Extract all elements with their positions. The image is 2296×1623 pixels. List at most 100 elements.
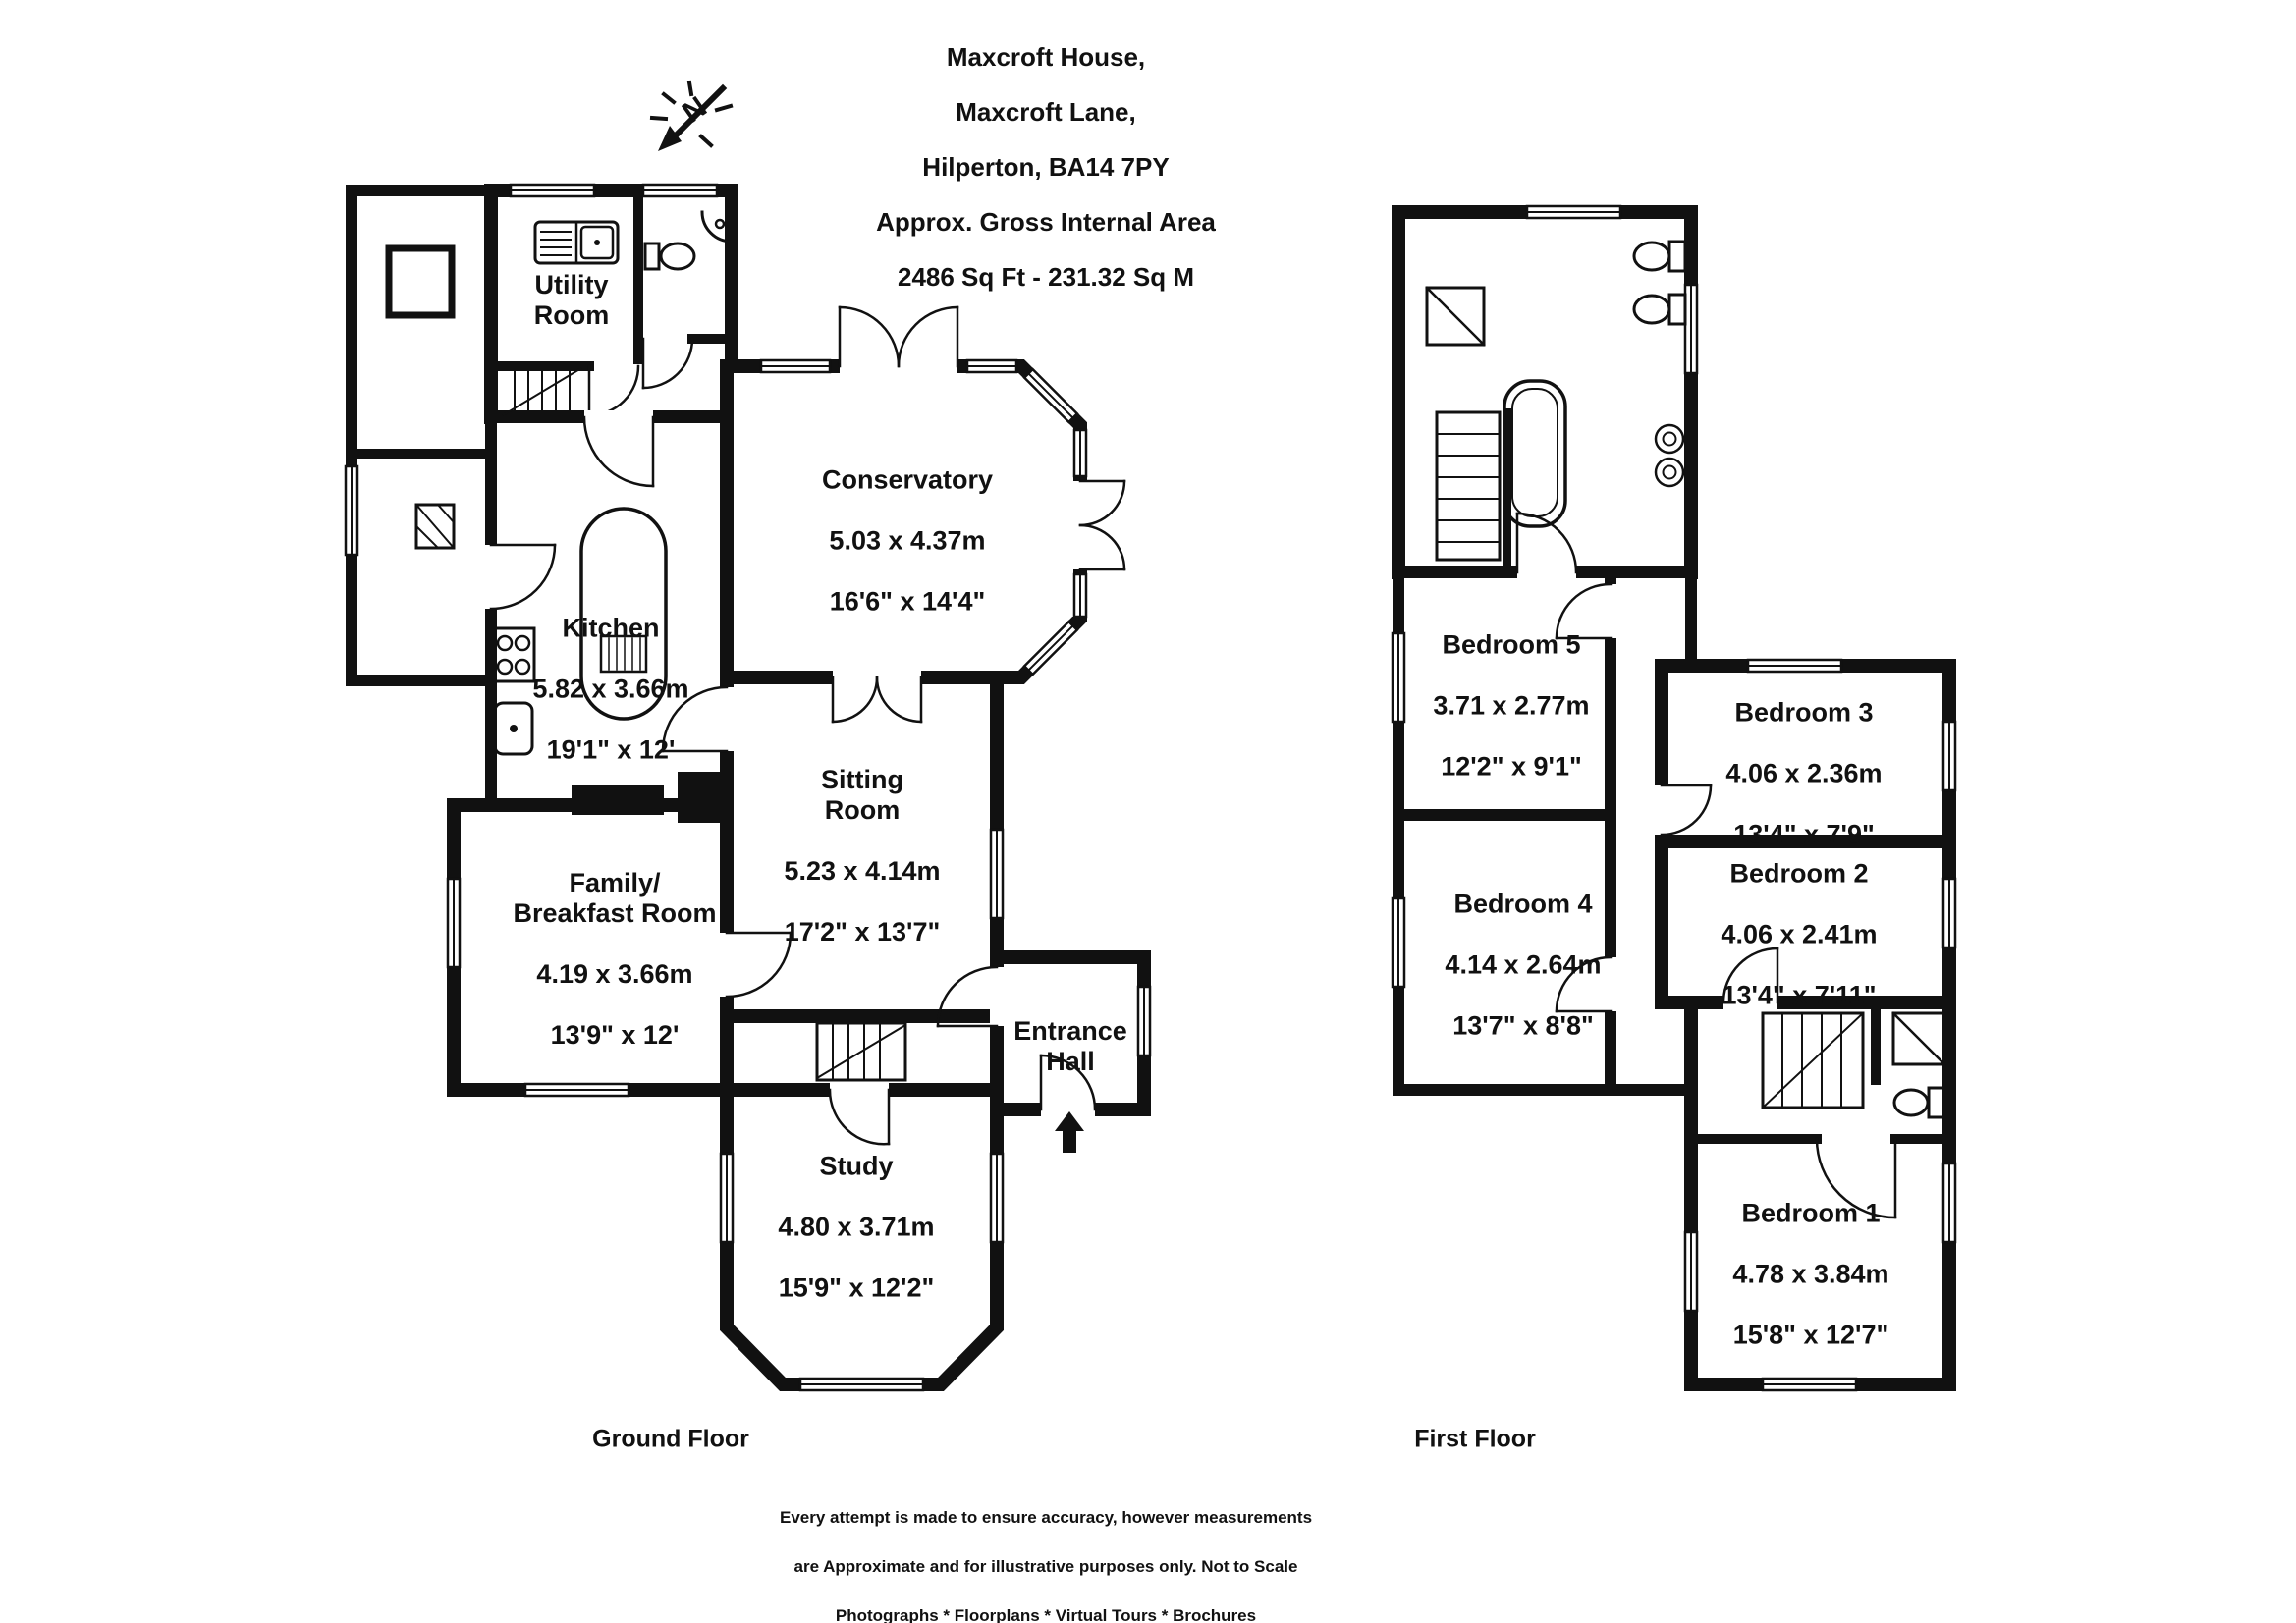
room-label-bedroom3: Bedroom 3 4.06 x 2.36m 13'4" x 7'9" xyxy=(1725,668,1882,881)
property-address-block: Maxcroft House, Maxcroft Lane, Hilperton… xyxy=(876,16,1216,318)
toilet-icon xyxy=(1892,1086,1946,1119)
address-line-1: Maxcroft House, xyxy=(946,42,1146,72)
door xyxy=(661,685,734,753)
door xyxy=(1555,955,1617,1013)
window xyxy=(1072,572,1088,619)
stairs-icon xyxy=(1761,1011,1865,1109)
compass-tick xyxy=(649,115,669,122)
wall-bedroom1 xyxy=(1684,996,1956,1391)
room-dims-imperial: 13'9" x 12' xyxy=(550,1020,680,1050)
room-dims-metric: 5.03 x 4.37m xyxy=(829,525,986,556)
room-dims-metric: 4.78 x 3.84m xyxy=(1732,1259,1889,1289)
ground-floor-plan xyxy=(344,183,1152,1392)
room-label-entrance-hall: Entrance Hall xyxy=(1013,986,1127,1108)
room-dims-imperial: 15'9" x 12'2" xyxy=(778,1272,935,1303)
room-dims-metric: 3.71 x 2.77m xyxy=(1433,690,1590,721)
wall-bedroom3 xyxy=(1655,659,1956,848)
chimney-feature xyxy=(385,244,456,319)
window xyxy=(1072,428,1088,478)
window xyxy=(1525,204,1622,220)
window xyxy=(989,828,1005,920)
room-dims-metric: 4.06 x 2.36m xyxy=(1725,758,1883,788)
door xyxy=(582,410,655,488)
room-dims-imperial: 16'6" x 14'4" xyxy=(829,586,986,617)
compass-tick xyxy=(698,134,714,148)
room-label-conservatory: Conservatory 5.03 x 4.37m 16'6" x 14'4" xyxy=(822,435,993,648)
compass-tick xyxy=(714,103,734,113)
first-floor-plan xyxy=(1391,204,1957,1392)
chimney-breast xyxy=(678,772,727,823)
window xyxy=(989,1152,1005,1244)
window xyxy=(1941,720,1957,792)
door xyxy=(1655,784,1713,837)
door xyxy=(641,337,694,390)
door xyxy=(484,543,557,611)
window xyxy=(719,1152,735,1244)
window xyxy=(798,1377,925,1392)
hatch-feature xyxy=(414,503,456,550)
window xyxy=(1761,1377,1858,1392)
room-name: Bedroom 2 xyxy=(1729,858,1869,889)
room-dims-metric: 5.23 x 4.14m xyxy=(784,856,941,886)
compass-icon: N xyxy=(649,80,734,151)
room-name: Bedroom 1 xyxy=(1741,1198,1881,1228)
compass-tick xyxy=(661,91,677,105)
room-name: Entrance Hall xyxy=(1013,1016,1127,1076)
disclaimer-block: Every attempt is made to ensure accuracy… xyxy=(780,1481,1312,1623)
first-floor-caption: First Floor xyxy=(1414,1425,1536,1453)
compass-arrowhead xyxy=(658,126,682,151)
room-label-bedroom1: Bedroom 1 4.78 x 3.84m 15'8" x 12'7" xyxy=(1732,1168,1888,1381)
door xyxy=(720,931,793,999)
window xyxy=(759,358,832,374)
room-dims-metric: 4.80 x 3.71m xyxy=(778,1212,935,1242)
room-label-bedroom4: Bedroom 4 4.14 x 2.64m 13'7" x 8'8" xyxy=(1445,859,1601,1072)
window xyxy=(1391,631,1406,724)
window xyxy=(1941,1162,1957,1244)
window xyxy=(1746,658,1843,674)
door xyxy=(1815,1137,1897,1219)
wall-bathroom-block xyxy=(1392,205,1698,579)
corner-basin-icon xyxy=(700,210,734,243)
double-door xyxy=(838,305,959,373)
window xyxy=(1022,620,1079,676)
room-name: Conservatory xyxy=(821,464,994,495)
room-name: Study xyxy=(819,1151,894,1181)
room-dims-metric: 5.82 x 3.66m xyxy=(532,674,689,704)
compass-needle xyxy=(671,83,728,140)
room-name: Bedroom 5 xyxy=(1442,629,1581,660)
hob-icon xyxy=(491,626,536,683)
room-dims-metric: 4.06 x 2.41m xyxy=(1721,919,1878,949)
basin-icon xyxy=(1654,423,1685,455)
stairs-icon xyxy=(1435,410,1502,562)
room-label-utility: Utility Room xyxy=(534,240,610,361)
bathtub-icon xyxy=(1503,379,1567,528)
door xyxy=(828,1083,891,1146)
entrance-arrow-icon xyxy=(1055,1111,1084,1153)
window xyxy=(344,464,359,557)
room-dims-imperial: 12'2" x 9'1" xyxy=(1441,751,1582,782)
ground-floor-caption: Ground Floor xyxy=(592,1425,749,1453)
window xyxy=(446,877,462,969)
window xyxy=(509,183,596,198)
room-dims-imperial: 17'2" x 13'7" xyxy=(784,917,941,947)
room-name: Sitting Room xyxy=(821,765,903,825)
room-label-family-room: Family/ Breakfast Room 4.19 x 3.66m 13'9… xyxy=(513,838,716,1081)
double-door xyxy=(1073,479,1126,571)
room-name: Utility Room xyxy=(533,270,610,330)
basin-icon xyxy=(1654,457,1685,488)
room-name: Kitchen xyxy=(562,613,660,643)
room-name: Bedroom 3 xyxy=(1734,697,1874,728)
room-dims-imperial: 19'1" x 12' xyxy=(546,734,676,765)
room-dims-metric: 4.14 x 2.64m xyxy=(1445,949,1602,980)
room-dims-imperial: 13'4" x 7'11" xyxy=(1722,980,1877,1010)
address-line-3: Hilperton, BA14 7PY xyxy=(922,152,1170,182)
utility-sink-icon xyxy=(533,220,620,265)
room-label-kitchen: Kitchen 5.82 x 3.66m 19'1" x 12' xyxy=(532,583,688,796)
window xyxy=(1941,877,1957,949)
room-label-bedroom5: Bedroom 5 3.71 x 2.77m 12'2" x 9'1" xyxy=(1433,600,1589,813)
wall-study xyxy=(720,1083,1004,1391)
front-door xyxy=(1039,1054,1097,1116)
window xyxy=(1683,283,1699,375)
area-caption: Approx. Gross Internal Area xyxy=(876,207,1216,237)
